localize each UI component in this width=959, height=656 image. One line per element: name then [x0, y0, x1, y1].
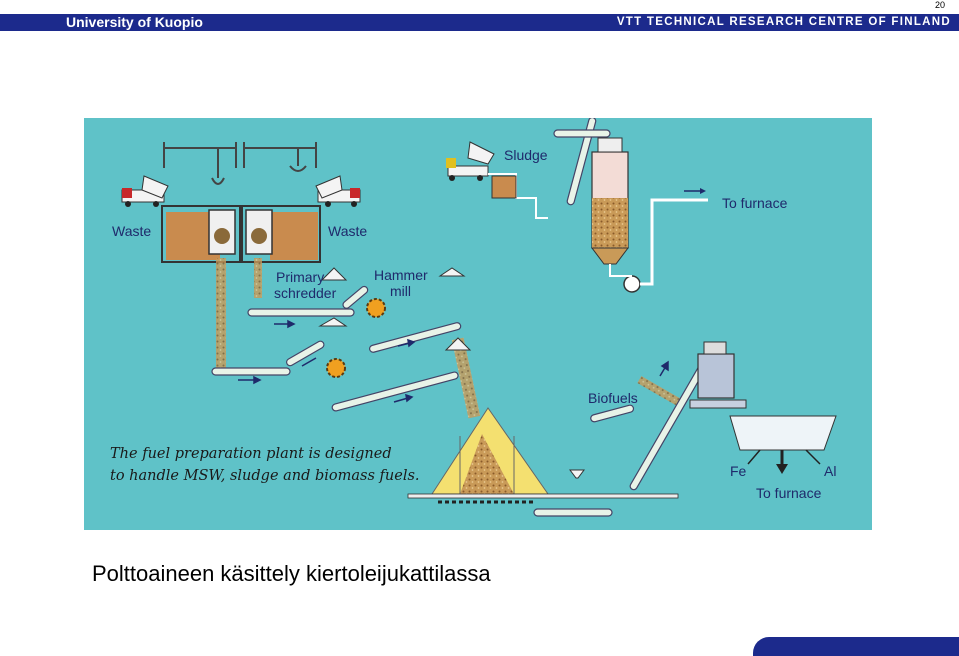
header-bar — [0, 14, 959, 31]
label-waste-left: Waste — [112, 223, 151, 239]
label-primary-shredder-1: Primary — [276, 269, 324, 285]
header-vtt-title: VTT TECHNICAL RESEARCH CENTRE OF FINLAND — [616, 16, 951, 28]
waste-pits — [161, 205, 321, 263]
cranes — [163, 142, 317, 185]
shredders — [318, 267, 472, 378]
label-biofuels: Biofuels — [588, 390, 638, 406]
page-number: 20 — [934, 0, 945, 10]
sludge-silo — [591, 137, 708, 293]
fuel-storage-pile — [407, 407, 679, 504]
slide-caption: Polttoaineen käsittely kiertoleijukattil… — [92, 561, 491, 586]
label-al: Al — [824, 463, 836, 479]
label-primary-shredder-2: schredder — [274, 285, 337, 301]
label-sludge: Sludge — [504, 147, 548, 163]
sludge-steps — [488, 173, 548, 219]
header-university-title: University of Kuopio — [66, 14, 203, 30]
description-line-2: to handle MSW, sludge and biomass fuels. — [110, 468, 420, 484]
conveyors — [211, 118, 779, 517]
label-waste-right: Waste — [328, 223, 367, 239]
label-fe: Fe — [730, 463, 747, 479]
footer-tab — [753, 637, 959, 656]
label-hammer-mill-1: Hammer — [374, 267, 428, 283]
label-hammer-mill-2: mill — [390, 283, 411, 299]
dump-trucks — [121, 141, 495, 207]
fuel-preparation-diagram: Waste Waste Sludge To furnace Primary sc… — [84, 118, 872, 530]
metal-separator — [689, 341, 837, 474]
description-line-1: The fuel preparation plant is designed — [110, 446, 392, 462]
material-streams — [216, 258, 685, 419]
label-to-furnace-bottom: To furnace — [756, 485, 822, 501]
label-to-furnace-top: To furnace — [722, 195, 788, 211]
flow-arrows — [238, 319, 669, 403]
